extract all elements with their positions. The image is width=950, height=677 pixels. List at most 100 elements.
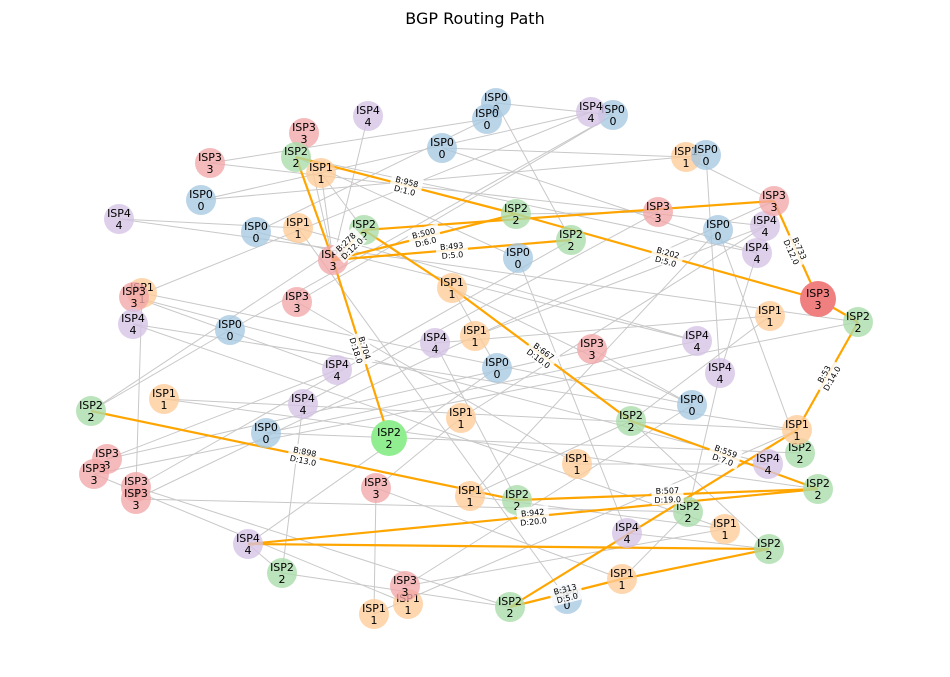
node-asn-label: 3 [294,302,301,315]
node-isp-label: ISP3 [122,285,146,298]
router-node-circle [800,281,836,317]
node-isp-label: ISP4 [753,214,777,227]
node-isp-label: ISP1 [152,387,176,400]
network-edge [296,301,578,465]
node-asn-label: 1 [767,316,774,329]
node-asn-label: 4 [624,533,631,546]
node-asn-label: 2 [513,214,520,227]
node-asn-label: 4 [130,324,137,337]
edge-delay-label: D:20.0 [520,516,547,528]
router-node-circle [607,564,637,594]
node-isp-label: ISP4 [236,532,260,545]
router-node-circle [427,133,457,163]
network-edge [630,420,770,550]
node-isp-label: ISP3 [580,337,604,350]
router-node-circle [742,238,772,268]
node-asn-label: 2 [766,549,773,562]
router-node-circle [598,100,628,130]
router-node-circle [759,186,789,216]
network-edge [247,367,498,545]
node-isp-label: ISP4 [685,329,709,342]
node-isp-label: ISP3 [95,447,119,460]
node-isp-label: ISP2 [619,409,643,422]
router-node-circle [682,326,712,356]
edge-label-background [780,231,812,269]
node-asn-label: 0 [494,368,501,381]
network-edge [441,147,687,158]
router-node-circle [283,213,313,243]
router-node-circle [119,282,149,312]
node-isp-label: ISP2 [505,488,529,501]
node-isp-label: ISP4 [291,392,315,405]
node-asn-label: 0 [515,258,522,271]
node-isp-label: ISP4 [325,358,349,371]
network-edge [118,218,299,229]
router-node-circle [755,301,785,331]
